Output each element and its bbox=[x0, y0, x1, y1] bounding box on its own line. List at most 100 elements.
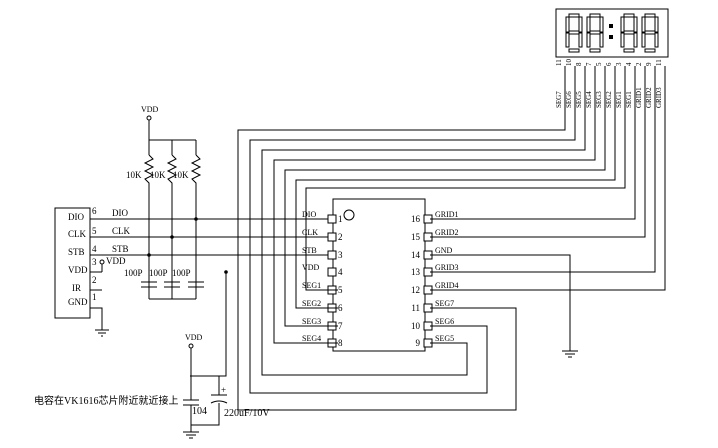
decoupling-section: VDD + 104 220uF/10V 电容在VK1616芯片附近就近接上 bbox=[34, 333, 270, 439]
segment-a bbox=[644, 13, 656, 18]
cap-2-value: 100P bbox=[149, 268, 168, 278]
connector-pin-4: 4 bbox=[92, 244, 97, 254]
electrolytic-cap-value: 220uF/10V bbox=[224, 408, 270, 419]
connector-label-stb: STB bbox=[68, 247, 85, 257]
chip-pin-label: VDD bbox=[302, 263, 320, 272]
ceramic-cap-value: 104 bbox=[192, 406, 207, 417]
junction-clk bbox=[170, 235, 174, 239]
display-pin-label: SEG1 bbox=[615, 91, 623, 108]
chip-body bbox=[332, 198, 426, 352]
segment-a bbox=[568, 13, 580, 18]
segment-d bbox=[568, 48, 580, 53]
grid3-route bbox=[430, 66, 656, 273]
cap-3-value: 100P bbox=[172, 268, 191, 278]
segment-b bbox=[599, 16, 604, 33]
chip-pin-label: SEG2 bbox=[302, 299, 321, 308]
chip-pin-label: GRID1 bbox=[435, 210, 459, 219]
seg7-route bbox=[237, 108, 566, 411]
chip-pin-number: 14 bbox=[411, 250, 421, 260]
segment-c bbox=[599, 32, 604, 48]
segment-g bbox=[568, 30, 580, 35]
grid1-route bbox=[430, 66, 636, 220]
display-pin-leads bbox=[564, 66, 626, 108]
segment-c bbox=[578, 32, 583, 48]
chip-pin-label: CLK bbox=[302, 228, 318, 237]
resistor-2-value: 10K bbox=[150, 170, 166, 180]
segment-a bbox=[623, 13, 635, 18]
display-routing bbox=[237, 66, 666, 411]
segment-f bbox=[641, 16, 646, 33]
decoupling-note: 电容在VK1616芯片附近就近接上 bbox=[34, 394, 178, 407]
seven-segment-display: 11SEG710SEG68SEG57SEG45SEG36SEG23SEG14SE… bbox=[555, 8, 669, 108]
seg3-route bbox=[284, 108, 606, 327]
digit-4 bbox=[641, 13, 659, 53]
vdd-junction bbox=[224, 270, 228, 274]
display-pin-number: 8 bbox=[575, 62, 583, 66]
chip-pin-box bbox=[327, 232, 337, 242]
display-pin-number: 7 bbox=[585, 62, 593, 66]
chip-pin-label: GRID3 bbox=[435, 263, 459, 272]
display-pin-label: GRID3 bbox=[655, 87, 663, 108]
pullup-supply-label: VDD bbox=[141, 105, 159, 114]
cap-1-value: 100P bbox=[124, 268, 143, 278]
chip-pin-box bbox=[327, 250, 337, 260]
segment-f bbox=[620, 16, 625, 33]
chip-pin-label: SEG5 bbox=[435, 334, 454, 343]
display-pin-label: SEG3 bbox=[595, 91, 603, 108]
bus-lines bbox=[90, 218, 338, 256]
seg2-route bbox=[295, 108, 616, 309]
decoupling-wires bbox=[190, 348, 220, 400]
digit-1 bbox=[565, 13, 583, 53]
segment-f bbox=[586, 16, 591, 33]
connector-label-dio: DIO bbox=[68, 212, 84, 222]
chip-pin-label: SEG3 bbox=[302, 317, 321, 326]
connector-pin-2: 2 bbox=[92, 275, 97, 285]
decoupling-ground-wires bbox=[190, 403, 220, 432]
chip-pin-number: 1 bbox=[338, 214, 343, 224]
segment-d bbox=[623, 48, 635, 53]
segment-c bbox=[654, 32, 659, 48]
display-pin-label: SEG5 bbox=[575, 91, 583, 108]
connector-label-gnd: GND bbox=[68, 297, 88, 307]
display-pin-label: GRID2 bbox=[645, 87, 653, 108]
vdd-stub bbox=[90, 264, 103, 273]
net-label-vdd: VDD bbox=[106, 256, 126, 266]
pullup-resistors bbox=[143, 154, 202, 290]
chip-pin-number: 5 bbox=[338, 285, 343, 295]
junction-dio bbox=[194, 217, 198, 221]
display-pin-label: SEG1 bbox=[625, 91, 633, 108]
net-label-stb: STB bbox=[112, 244, 129, 254]
chip-pin-number: 4 bbox=[338, 267, 343, 277]
chip-pin-number: 10 bbox=[411, 321, 421, 331]
ceramic-capacitor bbox=[183, 399, 199, 406]
colon-dot-lower bbox=[609, 35, 613, 39]
pullup-network: VDD 10K 10K 10K 100P 100P 100P bbox=[124, 105, 204, 300]
display-pin-number: 2 bbox=[635, 62, 643, 66]
segment-d bbox=[589, 48, 601, 53]
seg1-route bbox=[305, 108, 626, 291]
display-pin-number: 11 bbox=[555, 59, 563, 66]
segment-e bbox=[586, 32, 591, 48]
electrolytic-capacitor bbox=[210, 394, 228, 404]
segment-b bbox=[578, 16, 583, 33]
segment-b bbox=[633, 16, 638, 33]
vdd-link-to-decoupling bbox=[190, 272, 227, 377]
segment-f bbox=[565, 16, 570, 33]
chip-pin-label: SEG7 bbox=[435, 299, 454, 308]
connector: DIO CLK STB VDD IR GND 6 5 4 3 2 1 DIO C… bbox=[54, 206, 338, 337]
connector-pin-1: 1 bbox=[92, 292, 97, 302]
ground-symbol-chip bbox=[562, 350, 578, 358]
digit-2 bbox=[586, 13, 604, 53]
ground-symbol-connector bbox=[95, 329, 109, 337]
grid2-route bbox=[430, 66, 646, 238]
grid4-route bbox=[430, 66, 666, 291]
junction-stb bbox=[147, 253, 151, 257]
segment-a bbox=[589, 13, 601, 18]
display-pin-number: 4 bbox=[625, 62, 633, 66]
display-pin-number: 5 bbox=[595, 62, 603, 66]
decoupling-vdd-terminal bbox=[188, 343, 194, 349]
electrolytic-polarity: + bbox=[221, 385, 226, 395]
chip-pin-number: 16 bbox=[411, 214, 421, 224]
